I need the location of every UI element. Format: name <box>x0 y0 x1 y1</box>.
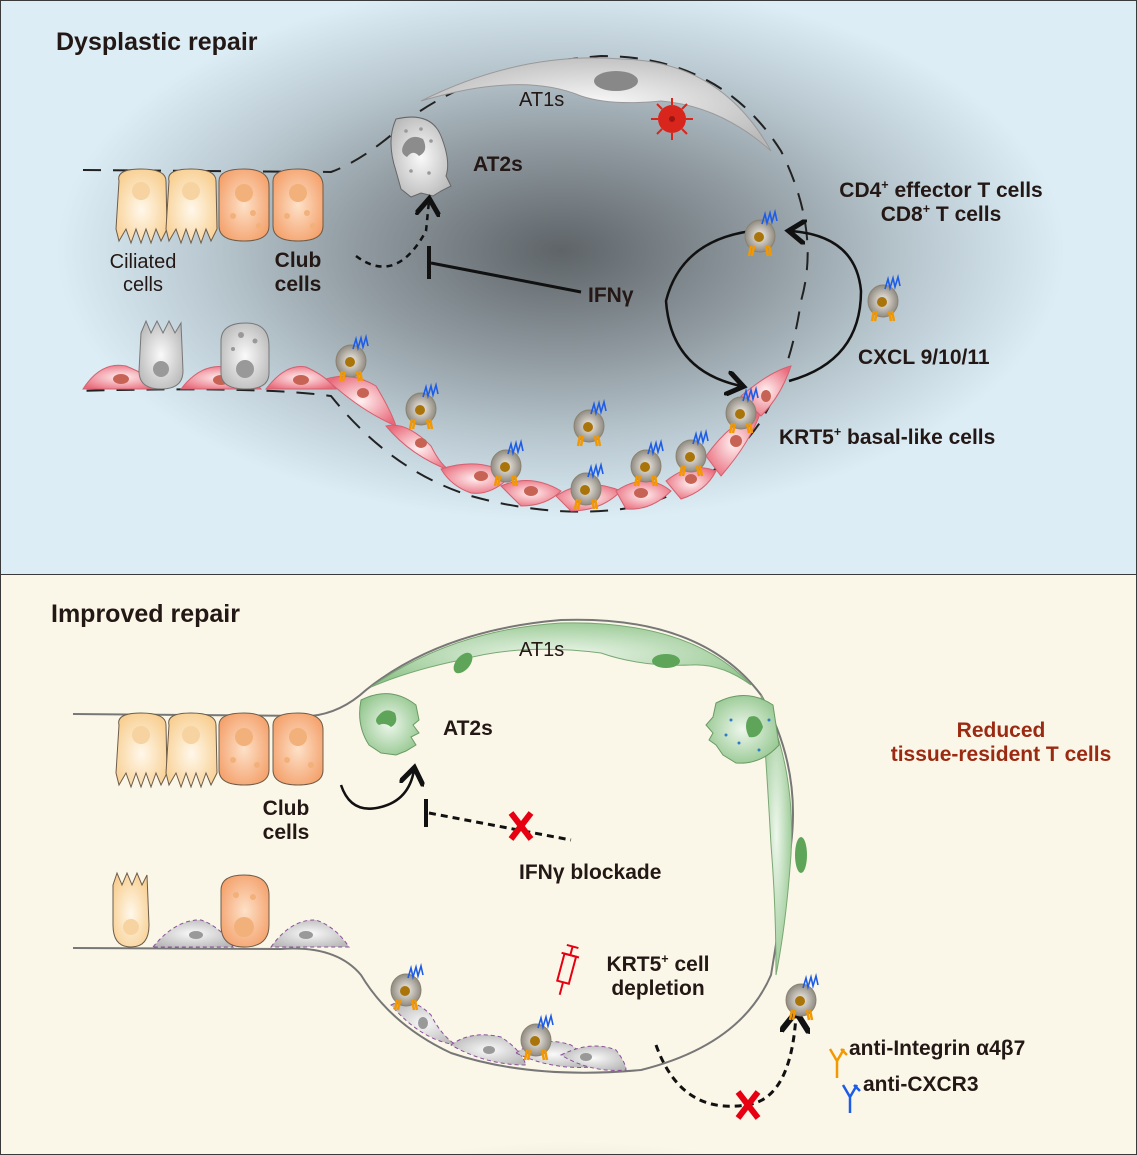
at2s-label: AT2s <box>443 717 493 740</box>
ciliated-cell <box>112 871 150 948</box>
improved-repair-panel: Improved repair AT1s AT2s Club cells IFN… <box>0 574 1137 1155</box>
ciliated-cells-label: Ciliated cells <box>93 251 193 297</box>
t-cell-icon <box>404 383 440 431</box>
syringe-icon <box>556 943 580 996</box>
virus-icon <box>651 98 693 140</box>
at1-nucleus <box>795 837 807 873</box>
at1-nucleus <box>594 71 638 91</box>
t-cell-recruitment-arrow <box>654 1015 796 1108</box>
ifng-label: IFNγ <box>588 284 634 307</box>
ifng-inhibition-line <box>430 261 582 294</box>
club-label-line2: cells <box>274 273 322 297</box>
at2-cell-green <box>359 693 420 756</box>
club-label-line2: cells <box>262 821 310 845</box>
club-cell <box>218 712 270 786</box>
club-cell <box>218 168 270 242</box>
cd8-label: CD8+ T cells <box>880 202 1002 227</box>
club-cell <box>220 874 270 948</box>
t-cells-label: CD4+ effector T cells CD8+ T cells <box>806 179 1076 227</box>
ifng-blockade-line <box>428 811 572 842</box>
at1-cell <box>420 57 772 152</box>
dysplastic-repair-panel: Dysplastic repair AT1s AT2s Ciliated cel… <box>0 0 1137 575</box>
dysplastic-repair-illustration <box>75 54 902 513</box>
grey-ciliated-cell <box>138 319 184 390</box>
cd4-label: CD4+ effector T cells <box>839 178 1043 202</box>
at1s-label: AT1s <box>519 89 565 111</box>
antibody-icon <box>841 1084 861 1113</box>
ciliated-cell <box>165 712 218 789</box>
ciliated-cell <box>165 168 218 245</box>
ifng-to-basal-arrow <box>664 229 752 386</box>
airway-membrane-top <box>82 130 397 174</box>
t-cell-icon <box>334 335 370 383</box>
antibody-icon <box>828 1048 848 1078</box>
alveolus-outline <box>72 618 794 1074</box>
t-cell-icon <box>784 974 820 1022</box>
cxcl-recruitment-arrow <box>789 231 863 383</box>
club-cell <box>272 712 324 786</box>
at2s-label: AT2s <box>473 153 523 176</box>
panel-title: Improved repair <box>51 600 240 628</box>
reduced-line2: tissue-resident T cells <box>890 743 1112 767</box>
at2-cell-grey <box>390 116 452 198</box>
at1s-label: AT1s <box>519 639 565 661</box>
panel-title: Dysplastic repair <box>56 28 258 56</box>
at2-cell-green <box>705 695 780 764</box>
reduced-t-cells-label: Reduced tissue-resident T cells <box>881 719 1121 767</box>
reduced-line1: Reduced <box>956 719 1046 742</box>
blocked-x-icon <box>735 1090 761 1120</box>
ciliated-label-line2: cells <box>122 274 163 296</box>
at1-cell-green-side <box>760 694 793 976</box>
basal-nuclei <box>357 388 771 501</box>
at1-nucleus <box>453 652 473 674</box>
ifng-blockade-label: IFNγ blockade <box>519 861 662 884</box>
t-cell-icon <box>866 275 902 323</box>
depletion-label: depletion <box>611 977 705 1001</box>
improved-repair-illustration <box>72 618 861 1120</box>
cxcl-label: CXCL 9/10/11 <box>858 346 990 369</box>
club-label-line1: Club <box>274 249 322 272</box>
grey-club-cell <box>220 322 270 390</box>
t-cell-icon <box>743 210 779 258</box>
differentiation-arrow-blocked <box>355 201 429 268</box>
t-cell-icon <box>489 440 525 488</box>
t-cell-icon <box>629 440 665 488</box>
at1-nucleus <box>652 654 680 668</box>
t-cell-icon <box>572 400 608 448</box>
ciliated-label-line1: Ciliated <box>109 251 177 273</box>
club-cell <box>272 168 324 242</box>
krt5-depletion-label: KRT5+ cell depletion <box>583 953 733 1001</box>
blocked-x-icon <box>508 811 534 841</box>
alveolus-outline <box>75 54 809 513</box>
club-cells-label: Club cells <box>263 249 333 297</box>
basal-cell-row <box>82 364 338 390</box>
anti-integrin-label: anti-Integrin α4β7 <box>849 1037 1026 1060</box>
ciliated-cell <box>115 168 168 245</box>
club-to-at2-arrow <box>339 770 414 810</box>
club-cells-label: Club cells <box>251 797 321 845</box>
club-label-line1: Club <box>262 797 310 820</box>
anti-cxcr3-label: anti-CXCR3 <box>863 1073 979 1096</box>
krt5-basal-label: KRT5+ basal-like cells <box>779 425 996 449</box>
depleted-krt5-cells <box>390 1001 627 1071</box>
krt5-basal-like-cells <box>325 365 792 512</box>
t-cell-icon <box>389 964 425 1012</box>
ciliated-cell <box>115 712 168 789</box>
